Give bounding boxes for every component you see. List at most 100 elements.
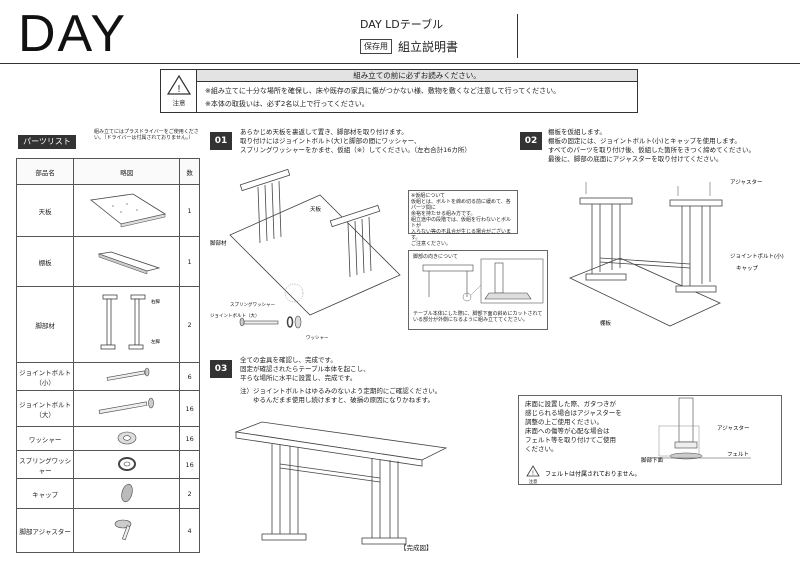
table-row: キャップ 2 [15,478,200,509]
col-qty: 数 [179,158,200,185]
step-3-line-3: 平らな場所に水平に設置し、完成です。 [240,374,357,382]
step-3-note-2: ゆるんだまま使用し続けますと、破損の原因になりかねます。 [240,396,434,404]
felt-label: フェルト [727,451,749,458]
small-bolt-label: ジョイントボルト(小) [730,252,784,260]
part-diagram [73,184,181,237]
note-line: 入らない等の不具合が生じる場合がございます。 [411,229,512,241]
parts-list-note: 組み立てにはプラスドライバーをご使用ください。（ドライバーは付属されておりません… [94,129,199,141]
tabletop-label: 天板 [310,205,322,213]
part-qty: 4 [179,508,200,553]
step-2-diagram: アジャスター ジョイントボルト(小) キャップ 棚板 [569,178,784,327]
col-name: 部品名 [15,158,75,185]
table-row: 棚板 1 [15,236,200,287]
part-name: 棚板 [15,236,75,287]
adjuster-note-text: 床面に設置した際、ガタつきが 感じられる場合はアジャスターを 調整の上ご使用くだ… [525,400,637,454]
right-leg-label: 右脚 [151,298,160,305]
felt-not-included: フェルトは付属されておりません。 [545,470,640,478]
small-bolt-icon [106,367,150,381]
part-diagram [73,236,181,287]
caution-heading: 組み立ての前に必ずお読みください。 [197,70,637,82]
parts-table: 部品名 略図 数 天板 1 棚板 1 脚部材 [15,158,200,553]
product-name: DAY LDテーブル [360,18,444,31]
spring-washer-icon [117,456,136,471]
adjuster-warn-icon-label: 注意 [529,478,538,485]
cap-icon [121,483,133,502]
part-name: スプリングワッシャー [15,450,75,479]
temporary-assembly-note: ※仮組について 仮組とは、ボルトを締め切る前に緩めて、各パーツ間に 余裕を持たせ… [408,190,518,247]
cap-label: キャップ [736,265,759,272]
part-diagram [73,508,181,553]
completed-table-diagram [234,421,448,545]
part-name: キャップ [15,478,75,509]
caution-icon-cell: ! 注意 [161,70,197,112]
part-qty: 6 [179,362,200,391]
table-row: ジョイントボルト（小） 6 [15,362,200,391]
step-3-text: 全ての金具を確認し、完成です。 固定が確認されたらテーブル本体を起こし、 平らな… [240,356,500,405]
step-2-line-4: 最後に、脚部の底面にアジャスターを取り付けてください。 [548,155,723,163]
parts-list-title: パーツリスト [18,135,76,149]
part-diagram [73,362,181,391]
adjuster-detail-label: アジャスター [717,424,750,432]
completed-caption: 【完成図】 [400,544,433,552]
step-2-line-1: 棚板を仮組します。 [548,128,606,136]
part-name: 天板 [15,184,75,237]
part-qty: 16 [179,426,200,451]
bolt-large-label: ジョイントボルト（大） [210,312,260,319]
table-row: 天板 1 [15,184,200,237]
leg-direction-title: 脚部の向きについて [413,254,458,260]
warning-icon: ! 注意 [526,465,540,485]
note-line: ※仮組について [411,193,446,199]
part-diagram [73,450,181,479]
spring-washer-label: スプリングワッシャー [230,301,275,308]
adjuster-detail-diagram: アジャスター 脚部下面 フェルト ! 注意 フェルトは付属されておりません。 [526,397,751,485]
caution-icon-label: 注意 [173,98,187,107]
note-line: 床面に設置した際、ガタつきが [525,400,616,408]
part-qty: 1 [179,184,200,237]
table-row: 脚部アジャスター 4 [15,508,200,553]
large-bolt-icon [98,397,154,414]
step-3-line-1: 全ての金具を確認し、完成です。 [240,356,337,364]
table-row: ジョイントボルト（大） 16 [15,390,200,427]
note-line: 調整の上ご使用ください。 [525,418,603,426]
part-diagram [73,478,181,509]
shelf-board-icon [97,251,161,274]
step-1-line-3: スプリングワッシャーをかませ、仮組（※）してください。（左右合計16カ所） [240,146,471,154]
table-row: ワッシャー 16 [15,426,200,451]
step-3-line-2: 固定が確認されたらテーブル本体を起こし、 [240,365,370,373]
leg-label: 脚部材 [210,239,227,247]
header-rule [0,63,800,64]
keep-badge: 保存用 [360,39,392,54]
warning-icon: ! 注意 [166,74,192,107]
note-line: 組立途中の段階では、仮組を行わないとボルトが [411,217,512,229]
step-3-note-1: 注）ジョイントボルトはゆるみのないよう定期的にご確認ください。 [240,387,442,395]
step-1-line-1: あらかじめ天板を裏返して置き、脚部材を取り付けます。 [240,128,408,136]
note-line: ください。 [525,445,558,453]
caution-box: ! 注意 組み立ての前に必ずお読みください。 ※組み立てに十分な場所を確保し、床… [160,69,638,113]
part-qty: 16 [179,450,200,479]
tabletop-icon [89,193,166,227]
part-name: ワッシャー [15,426,75,451]
document-title: 組立説明書 [398,40,459,54]
caution-line-2: ※本体の取扱いは、必ず2名以上で行ってください。 [205,100,369,108]
part-qty: 1 [179,236,200,287]
washer-icon [117,431,137,444]
document-title-row: 保存用 組立説明書 [360,38,458,55]
parts-header-row: 部品名 略図 数 [15,158,200,185]
table-row: スプリングワッシャー 16 [15,450,200,479]
leg-direction-diagram [422,258,544,304]
washer-label: ワッシャー [306,335,329,341]
part-qty: 2 [179,286,200,363]
table-row: 脚部材 右脚 左脚 2 [15,286,200,363]
step-1-line-2: 取り付けにはジョイントボルト(大)と脚部の間にワッシャー、 [240,137,421,145]
part-diagram: 右脚 左脚 [73,286,181,363]
adjuster-icon [114,519,132,540]
part-name: 脚部材 [15,286,75,363]
part-name: ジョイントボルト（小） [15,362,75,391]
leg-direction-caption: テーブル本体にした際に、脚部下面の斜めにカットされている部分が外側になるように組… [413,311,543,323]
leg-frame-icon: 右脚 左脚 [100,294,160,349]
step-2-line-3: すべてのパーツを取り付け後、仮組した箇所をきつく締めてください。 [548,146,755,154]
brand-logo: DAY [18,5,128,63]
shelf-label: 棚板 [600,319,612,327]
adjuster-note-box: 床面に設置した際、ガタつきが 感じられる場合はアジャスターを 調整の上ご使用くだ… [518,395,782,485]
leg-direction-box: 脚部の向きについて テーブル本体にした際に、脚部下面の斜めにカットされている部分… [408,250,548,330]
